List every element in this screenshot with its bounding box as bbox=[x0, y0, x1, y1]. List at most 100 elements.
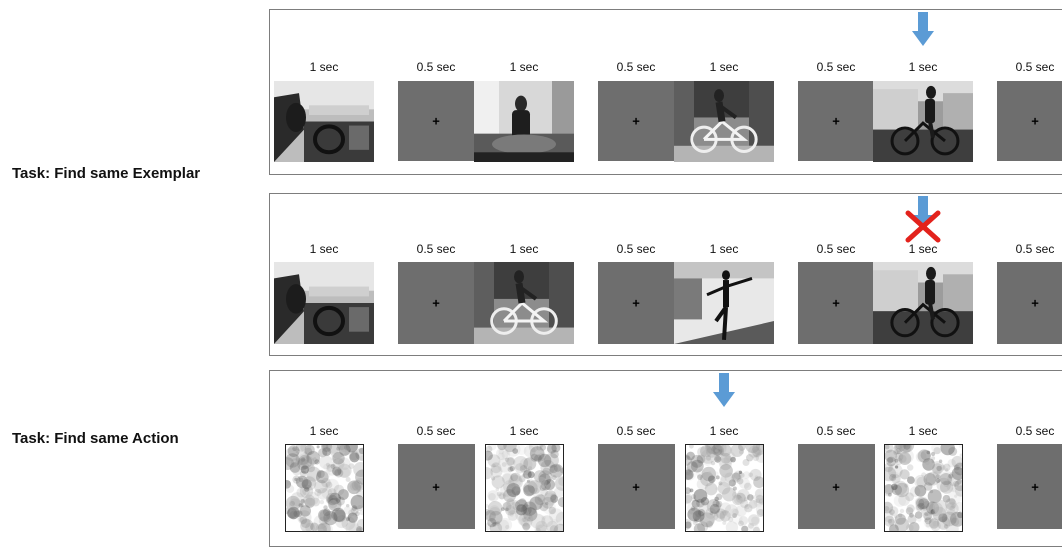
dancer-photo bbox=[674, 262, 774, 344]
woman-bicycle-photo-image bbox=[873, 262, 973, 344]
task-label-find-same-exemplar: Task: Find same Exemplar bbox=[12, 165, 200, 182]
fixation-cross-icon: + bbox=[1031, 480, 1039, 493]
fixation-cross-icon: + bbox=[832, 297, 840, 310]
frame-duration-label: 0.5 sec bbox=[586, 60, 686, 74]
fixation-screen: + bbox=[997, 81, 1062, 161]
man-bicycle-photo-image bbox=[674, 81, 774, 162]
frame-duration-label: 0.5 sec bbox=[786, 424, 886, 438]
arrow-head bbox=[912, 31, 934, 46]
fixation-screen: + bbox=[398, 444, 475, 529]
fixation-screen: + bbox=[398, 262, 475, 344]
fixation-cross-icon: + bbox=[432, 115, 440, 128]
arrow-shaft bbox=[719, 373, 729, 393]
rider-head bbox=[926, 267, 936, 280]
rider-head bbox=[714, 89, 724, 102]
target-arrow-down-icon bbox=[912, 12, 934, 48]
fixation-screen: + bbox=[598, 444, 675, 529]
noise-pattern-1 bbox=[285, 444, 364, 532]
driver-head bbox=[286, 103, 306, 132]
woman-kitchen-photo-image bbox=[474, 81, 574, 162]
noise-pattern-4-image bbox=[885, 445, 962, 531]
target-arrow-down-icon bbox=[713, 373, 735, 409]
fixation-screen: + bbox=[598, 81, 675, 161]
fixation-screen: + bbox=[798, 81, 875, 161]
road-view bbox=[309, 287, 369, 297]
frame-duration-label: 0.5 sec bbox=[786, 60, 886, 74]
woman-bicycle-photo bbox=[873, 81, 973, 162]
fixation-screen: + bbox=[798, 262, 875, 344]
fixation-cross-icon: + bbox=[1031, 115, 1039, 128]
dancer-photo-image bbox=[674, 262, 774, 344]
frame-duration-label: 1 sec bbox=[274, 424, 374, 438]
noise-texture bbox=[486, 445, 563, 531]
fixation-cross-icon: + bbox=[432, 297, 440, 310]
noise-pattern-1-image bbox=[286, 445, 363, 531]
arrow-shaft bbox=[918, 196, 928, 216]
woman-bicycle-photo bbox=[873, 262, 973, 344]
window bbox=[552, 81, 574, 138]
fixation-screen: + bbox=[997, 444, 1062, 529]
head bbox=[515, 96, 527, 112]
fixation-cross-icon: + bbox=[832, 480, 840, 493]
rider-body bbox=[925, 280, 935, 305]
fixation-cross-icon: + bbox=[632, 115, 640, 128]
building-left bbox=[873, 270, 918, 311]
car-interior-photo bbox=[274, 262, 374, 344]
building-right bbox=[943, 274, 973, 311]
door bbox=[749, 81, 774, 146]
frame-duration-label: 1 sec bbox=[873, 242, 973, 256]
rider-head bbox=[926, 86, 936, 99]
fixation-cross-icon: + bbox=[432, 480, 440, 493]
car-interior-photo-image bbox=[274, 262, 374, 344]
rider-body bbox=[925, 99, 935, 123]
fixation-cross-icon: + bbox=[832, 115, 840, 128]
noise-pattern-3-image bbox=[686, 445, 763, 531]
frame-duration-label: 1 sec bbox=[474, 60, 574, 74]
car-interior-photo bbox=[274, 81, 374, 162]
frame-duration-label: 0.5 sec bbox=[386, 424, 486, 438]
frame-duration-label: 1 sec bbox=[873, 424, 973, 438]
frame-duration-label: 0.5 sec bbox=[985, 242, 1062, 256]
dancer-head bbox=[722, 270, 730, 280]
noise-pattern-2-image bbox=[486, 445, 563, 531]
rider-head bbox=[514, 270, 524, 283]
frame-duration-label: 0.5 sec bbox=[786, 242, 886, 256]
frame-duration-label: 1 sec bbox=[873, 60, 973, 74]
man-bicycle-photo bbox=[474, 262, 574, 344]
arrow-shaft bbox=[918, 12, 928, 32]
driver-head bbox=[286, 284, 306, 314]
frame-duration-label: 1 sec bbox=[474, 424, 574, 438]
frame-duration-label: 1 sec bbox=[274, 60, 374, 74]
frame-duration-label: 1 sec bbox=[674, 424, 774, 438]
woman-bicycle-photo-image bbox=[873, 81, 973, 162]
woman-kitchen-photo bbox=[474, 81, 574, 162]
fixation-screen: + bbox=[398, 81, 475, 161]
frame-duration-label: 0.5 sec bbox=[386, 60, 486, 74]
car-interior-photo-image bbox=[274, 81, 374, 162]
road-view bbox=[309, 105, 369, 115]
frame-duration-label: 0.5 sec bbox=[586, 242, 686, 256]
fixation-screen: + bbox=[997, 262, 1062, 344]
fixation-cross-icon: + bbox=[1031, 297, 1039, 310]
pavement bbox=[674, 146, 774, 162]
noise-pattern-3 bbox=[685, 444, 764, 532]
fixation-cross-icon: + bbox=[632, 480, 640, 493]
noise-pattern-2 bbox=[485, 444, 564, 532]
pavement bbox=[474, 328, 574, 344]
man-bicycle-photo bbox=[674, 81, 774, 162]
frame-duration-label: 0.5 sec bbox=[985, 424, 1062, 438]
frame-duration-label: 1 sec bbox=[474, 242, 574, 256]
console bbox=[349, 307, 369, 332]
frame-duration-label: 0.5 sec bbox=[586, 424, 686, 438]
noise-pattern-4 bbox=[884, 444, 963, 532]
task-label-find-same-action: Task: Find same Action bbox=[12, 430, 179, 447]
target-arrow-crossed-icon bbox=[912, 196, 934, 242]
floor bbox=[474, 152, 574, 162]
door bbox=[549, 262, 574, 328]
cabinet bbox=[474, 81, 499, 138]
frame-duration-label: 1 sec bbox=[674, 60, 774, 74]
arrow-head bbox=[713, 392, 735, 407]
building-right bbox=[943, 93, 973, 129]
